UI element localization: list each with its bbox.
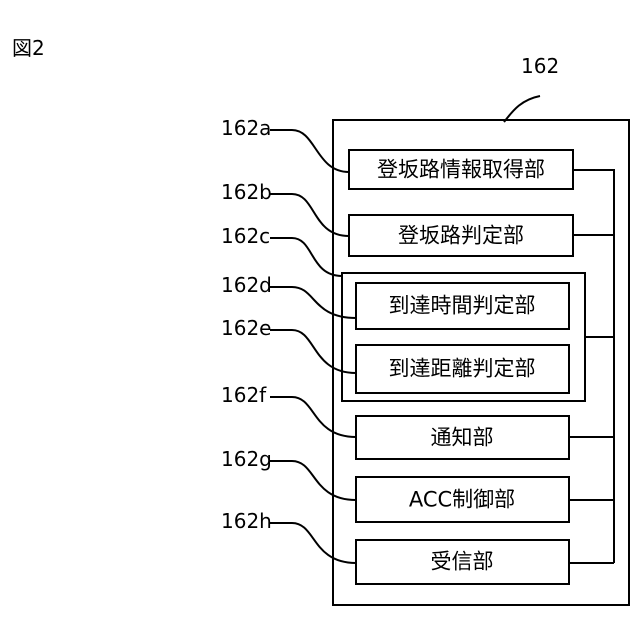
block-162f-label: 通知部 bbox=[431, 428, 494, 449]
leader-162 bbox=[504, 96, 540, 122]
bus-connector bbox=[569, 170, 614, 563]
ref-162c: 162c bbox=[221, 226, 270, 246]
ref-162h: 162h bbox=[221, 511, 272, 531]
leader-162e bbox=[270, 330, 356, 373]
figure-label: 図2 bbox=[12, 38, 45, 58]
leader-162c bbox=[270, 238, 342, 276]
ref-162e: 162e bbox=[221, 318, 271, 338]
leader-162a bbox=[270, 130, 349, 172]
block-162h-label: 受信部 bbox=[431, 552, 494, 573]
ref-162a: 162a bbox=[221, 118, 271, 138]
leader-162h bbox=[270, 523, 356, 563]
ref-162f: 162f bbox=[221, 385, 266, 405]
ref-162d: 162d bbox=[221, 275, 272, 295]
block-162e-label: 到達距離判定部 bbox=[389, 359, 536, 380]
leader-162b bbox=[270, 194, 349, 236]
block-162g-label: ACC制御部 bbox=[409, 490, 515, 511]
leader-162f bbox=[270, 397, 356, 437]
block-162c-box bbox=[342, 273, 585, 401]
block-162b-label: 登坂路判定部 bbox=[398, 226, 524, 247]
leader-162g bbox=[270, 461, 356, 500]
ref-162g: 162g bbox=[221, 449, 272, 469]
block-162d-label: 到達時間判定部 bbox=[389, 296, 536, 317]
block-162a-label: 登坂路情報取得部 bbox=[377, 160, 545, 181]
leader-162d bbox=[270, 287, 356, 318]
ref-162b: 162b bbox=[221, 182, 272, 202]
ref-162: 162 bbox=[521, 56, 559, 76]
